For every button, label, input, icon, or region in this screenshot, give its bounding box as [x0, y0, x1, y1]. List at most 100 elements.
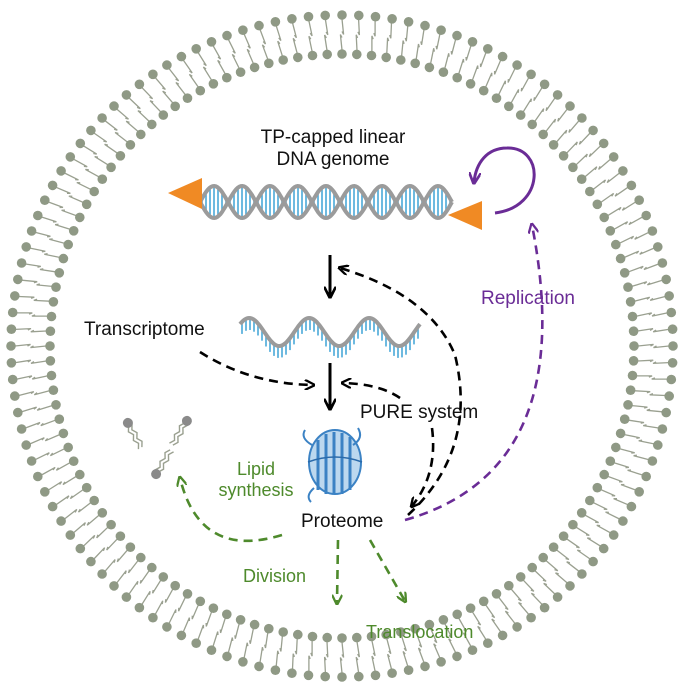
membrane-outer-tail — [259, 29, 267, 45]
membrane-inner-tail — [191, 604, 199, 620]
membrane-inner-head — [125, 140, 136, 150]
membrane-inner-head — [51, 282, 61, 293]
membrane-outer-tail — [275, 25, 282, 42]
membrane-inner-tail — [127, 560, 139, 574]
membrane-inner-tail — [636, 375, 653, 378]
membrane-inner-tail — [556, 549, 570, 561]
membrane-outer-tail — [55, 186, 71, 195]
membrane-outer-head — [452, 30, 462, 41]
membrane-inner-head — [337, 49, 347, 59]
translocation-arrow — [368, 539, 405, 601]
membrane-inner-head — [438, 615, 449, 625]
membrane-outer-tail — [35, 231, 51, 238]
membrane-outer-head — [618, 516, 628, 526]
membrane-outer-head — [26, 226, 37, 236]
membrane-inner-tail — [30, 345, 47, 349]
membrane-outer-head — [526, 612, 536, 623]
membrane-inner-head — [58, 428, 69, 439]
membrane-outer-tail — [18, 390, 35, 397]
membrane-inner-tail — [39, 268, 56, 273]
membrane-outer-head — [526, 69, 536, 80]
membrane-outer-tail — [491, 618, 502, 633]
membrane-outer-tail — [104, 559, 116, 572]
lipid-molecule-icon — [122, 417, 143, 450]
membrane-inner-tail — [510, 89, 520, 104]
membrane-outer-tail — [116, 570, 127, 584]
membrane-outer-tail — [543, 582, 556, 595]
membrane-inner-tail — [177, 596, 186, 612]
membrane-outer-tail — [614, 186, 629, 197]
membrane-inner-head — [605, 226, 616, 236]
membrane-inner-tail — [637, 343, 654, 347]
membrane-outer-head — [483, 638, 493, 648]
membrane-outer-head — [148, 612, 158, 623]
membrane-outer-tail — [639, 247, 655, 255]
membrane-outer-tail — [291, 653, 296, 670]
membrane-inner-head — [504, 580, 514, 591]
membrane-outer-head — [512, 622, 522, 632]
membrane-outer-tail — [35, 452, 50, 461]
membrane-inner-tail — [310, 640, 313, 657]
membrane-inner-head — [45, 341, 55, 351]
membrane-inner-head — [63, 239, 73, 250]
membrane-outer-head — [653, 440, 663, 450]
membrane-outer-head — [121, 592, 132, 602]
membrane-inner-head — [54, 414, 65, 425]
membrane-inner-head — [465, 79, 476, 89]
membrane-outer-tail — [93, 547, 106, 560]
membrane-outer-tail — [55, 495, 70, 506]
membrane-outer-head — [657, 258, 668, 268]
membrane-outer-head — [162, 622, 172, 632]
membrane-outer-tail — [243, 33, 251, 49]
membrane-outer-head — [497, 630, 508, 641]
membrane-outer-head — [337, 672, 347, 682]
membrane-outer-head — [65, 530, 76, 540]
membrane-outer-head — [320, 671, 331, 682]
membrane-inner-tail — [55, 462, 71, 471]
membrane-outer-tail — [620, 483, 636, 491]
membrane-outer-head — [467, 645, 478, 655]
membrane-outer-tail — [16, 312, 33, 315]
membrane-outer-tail — [182, 59, 193, 74]
membrane-inner-head — [504, 101, 514, 112]
membrane-outer-head — [512, 60, 522, 70]
membrane-outer-head — [162, 60, 172, 70]
membrane-outer-tail — [41, 216, 57, 223]
membrane-outer-tail — [388, 22, 393, 39]
membrane-outer-head — [65, 152, 76, 162]
membrane-inner-head — [115, 531, 126, 541]
membrane-inner-head — [538, 552, 548, 563]
membrane-inner-tail — [292, 37, 298, 54]
membrane-outer-head — [420, 661, 430, 672]
membrane-outer-head — [577, 113, 587, 123]
membrane-inner-tail — [498, 80, 507, 96]
membrane-outer-head — [370, 11, 381, 22]
membrane-inner-head — [63, 442, 73, 453]
membrane-inner-head — [81, 482, 92, 493]
membrane-inner-head — [381, 52, 392, 63]
membrane-outer-tail — [533, 87, 543, 102]
membrane-inner-head — [208, 603, 219, 613]
membrane-inner-head — [410, 623, 421, 634]
membrane-inner-tail — [139, 570, 150, 584]
membrane-outer-head — [303, 670, 314, 681]
membrane-outer-head — [403, 17, 414, 27]
membrane-outer-tail — [197, 624, 205, 640]
membrane-inner-head — [568, 162, 578, 173]
membrane-inner-tail — [277, 40, 284, 57]
membrane-inner-tail — [106, 538, 118, 551]
membrane-inner-head — [170, 580, 180, 591]
mrna-transcript — [238, 315, 422, 358]
membrane-outer-head — [641, 471, 651, 482]
membrane-outer-head — [134, 602, 145, 613]
membrane-inner-head — [322, 632, 333, 643]
membrane-outer-head — [47, 501, 58, 512]
membrane-inner-tail — [231, 53, 240, 69]
membrane-outer-head — [191, 638, 201, 648]
membrane-outer-tail — [64, 172, 79, 181]
membrane-inner-tail — [36, 404, 53, 411]
membrane-inner-head — [381, 629, 392, 640]
membrane-inner-tail — [217, 59, 226, 75]
membrane-inner-tail — [164, 588, 174, 603]
membrane-outer-tail — [355, 656, 360, 673]
